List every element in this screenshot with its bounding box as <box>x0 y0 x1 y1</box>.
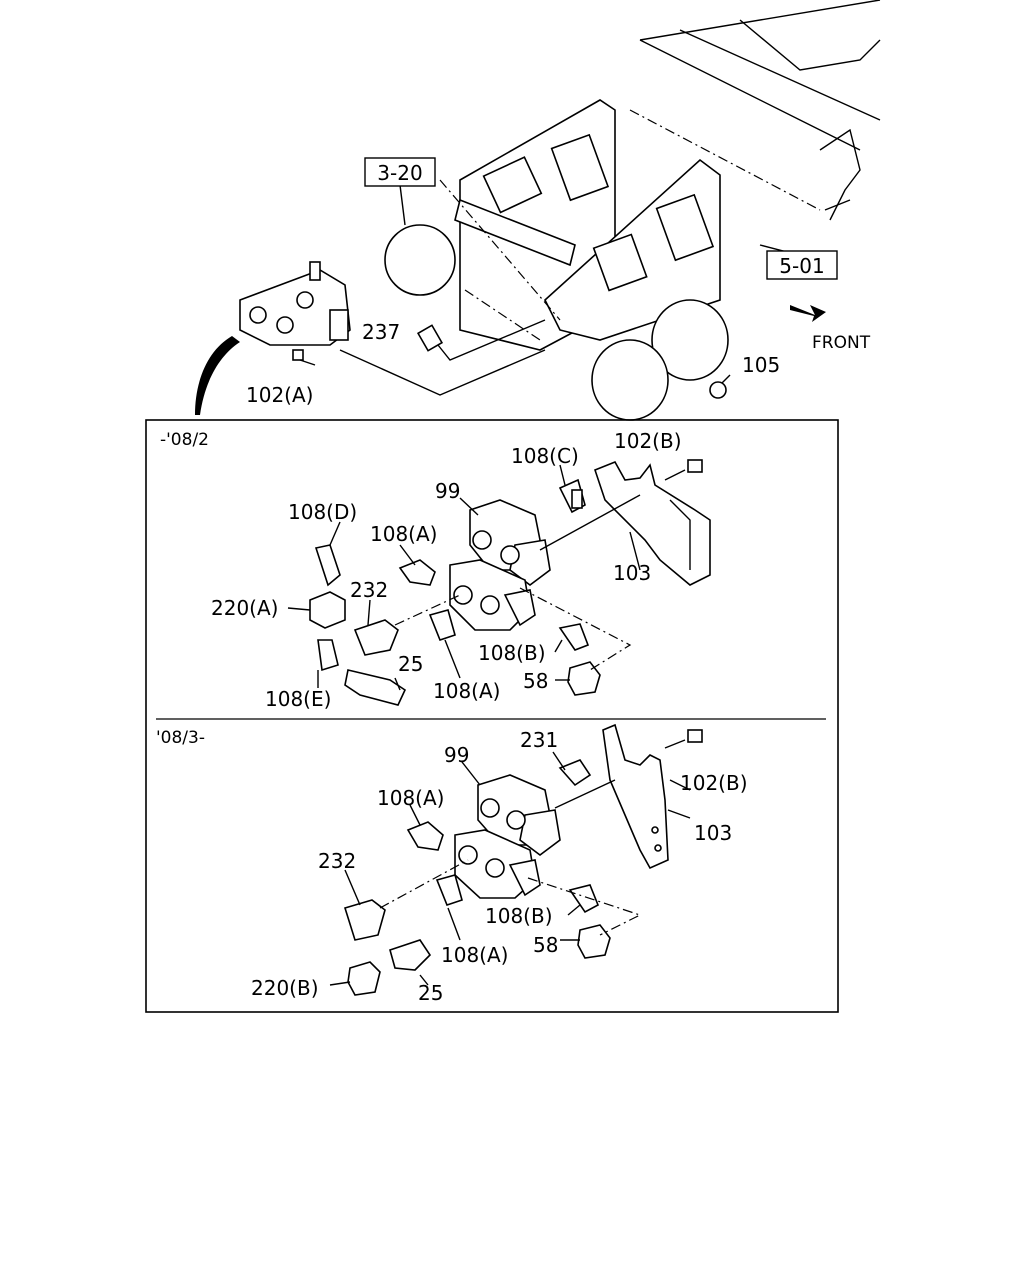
switch-25-p2 <box>389 939 432 971</box>
p1-label-102b: 102(B) <box>614 429 682 453</box>
p1-label-25: 25 <box>398 652 423 676</box>
leader-lines-p1 <box>287 464 641 691</box>
fitting-108b-p2 <box>568 884 600 914</box>
p1-label-108d: 108(D) <box>288 500 357 524</box>
fitting-108a-p1 <box>398 559 436 586</box>
block-58-p2 <box>577 924 611 959</box>
p2-label-103: 103 <box>694 821 732 845</box>
p1-label-232: 232 <box>350 578 388 602</box>
fitting-108a2-p1 <box>428 609 456 641</box>
fitting-232-p2 <box>343 899 386 941</box>
p2-label-102b: 102(B) <box>680 771 748 795</box>
label-237: 237 <box>362 320 400 344</box>
p2-label-58: 58 <box>533 933 558 957</box>
leader-lines-p2 <box>329 751 691 986</box>
label-105: 105 <box>742 353 780 377</box>
p2-label-25: 25 <box>418 981 443 1005</box>
frame-rail <box>629 0 881 221</box>
bolt-102b-p1 <box>664 459 703 481</box>
p2-label-108b: 108(B) <box>485 904 553 928</box>
bolt-102a <box>292 349 316 366</box>
p2-label-232: 232 <box>318 849 356 873</box>
block-58-p1 <box>567 661 601 696</box>
p2-label-220b: 220(B) <box>251 976 319 1000</box>
p2-label-108a-2: 108(A) <box>441 943 508 967</box>
front-arrow-icon <box>790 305 826 322</box>
fitting-108e-p1 <box>317 639 339 672</box>
detail-box <box>145 419 839 1013</box>
p1-label-220a: 220(A) <box>211 596 278 620</box>
callout-arrow <box>195 336 240 415</box>
p1-label-108a-2: 108(A) <box>433 679 500 703</box>
front-label: FRONT <box>812 333 871 353</box>
ref-label-5-01: 5-01 <box>779 254 824 278</box>
p1-label-103: 103 <box>613 561 651 585</box>
bracket-103-p2 <box>602 723 669 870</box>
p2-label-108a-1: 108(A) <box>377 786 444 810</box>
ref-box-3-20: 3-20 <box>364 157 436 187</box>
valve-body-99-p2 <box>477 774 561 856</box>
label-102a: 102(A) <box>246 383 313 407</box>
bracket-103-p1 <box>594 460 711 586</box>
ref-box-5-01: 5-01 <box>766 250 838 280</box>
p2-label-99: 99 <box>444 743 469 767</box>
fitting-108a-p2 <box>406 821 444 851</box>
fitting-108b-p1 <box>558 623 590 651</box>
p2-label-231: 231 <box>520 728 558 752</box>
engine-bracket-assembly <box>384 99 729 421</box>
p1-label-108e: 108(E) <box>265 687 331 711</box>
fitting-231-p2 <box>558 759 592 787</box>
fitting-108a2-p2 <box>435 874 463 906</box>
p1-label-108a-1: 108(A) <box>370 522 437 546</box>
valve-body-lower-p2 <box>454 829 541 899</box>
switch-25-p1 <box>344 669 407 706</box>
fitting-108d-p1 <box>314 544 341 587</box>
fitting-108c-p1 <box>558 478 586 514</box>
nut-105 <box>709 381 727 399</box>
valve-body-lower-p1 <box>449 559 536 631</box>
fitting-232-p1 <box>353 619 399 656</box>
p1-label-108b: 108(B) <box>478 641 546 665</box>
p1-label-58: 58 <box>523 669 548 693</box>
valve-assembly-top <box>239 261 351 346</box>
panel2-range: '08/3- <box>156 728 205 748</box>
panel1-range: -'08/2 <box>160 430 209 450</box>
bolt-237 <box>416 324 444 352</box>
p1-label-99: 99 <box>435 479 460 503</box>
block-220b-p2 <box>347 961 381 996</box>
block-220a-p1 <box>309 591 346 629</box>
valve-body-99-p1 <box>469 499 551 586</box>
p1-label-108c: 108(C) <box>511 444 579 468</box>
ref-label-3-20: 3-20 <box>377 161 422 185</box>
bolt-102b-p2 <box>664 729 703 749</box>
